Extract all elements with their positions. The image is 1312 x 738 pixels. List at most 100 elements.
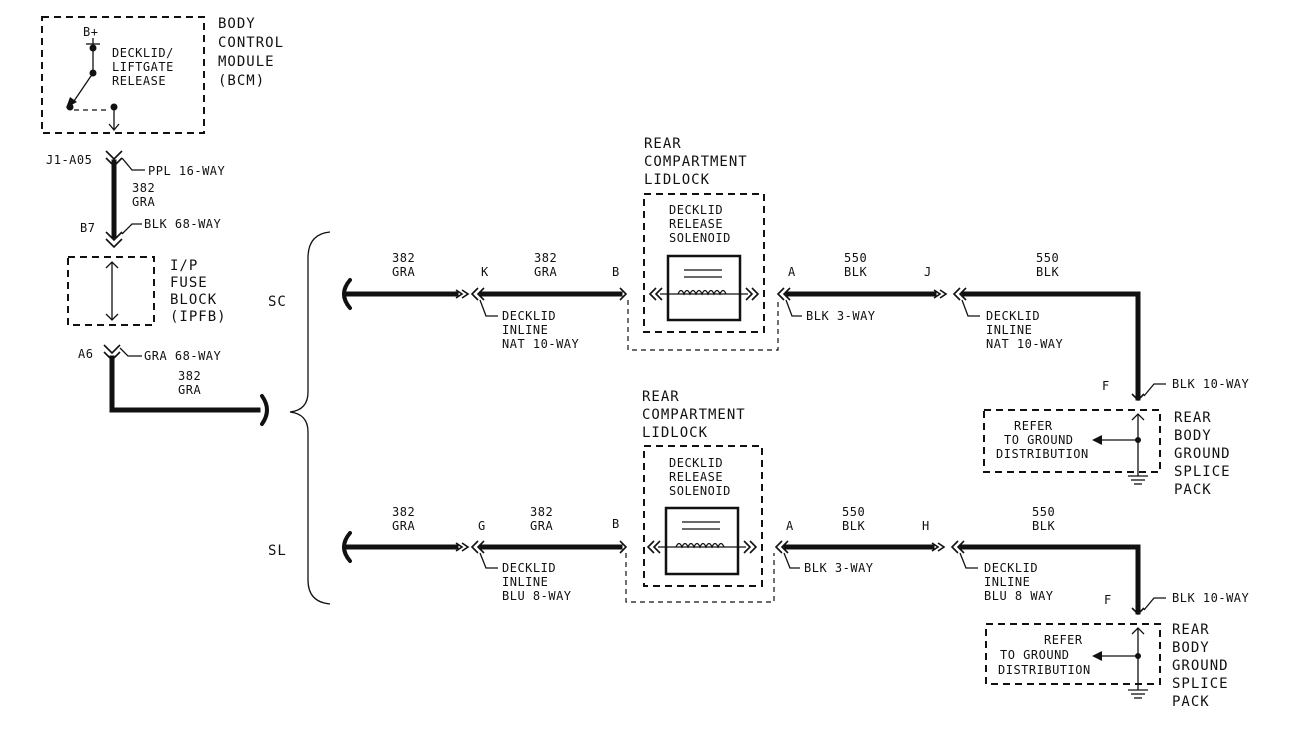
wire-break-hook [260, 394, 269, 426]
sl-inline2-line3: BLU 8 WAY [984, 589, 1054, 603]
sc-splice-title-5: PACK [1174, 482, 1212, 498]
sc-refer-line2: TO GROUND [1004, 433, 1074, 447]
sc-solenoid-label-1: DECKLID [669, 203, 723, 217]
sl-wire-a-number: 382 [392, 505, 415, 519]
sc-splice-title-4: SPLICE [1174, 464, 1231, 480]
sl-lidlock-box [643, 445, 763, 587]
sc-wire-d-color: BLK [1036, 265, 1059, 279]
sc-inline2-line3: NAT 10-WAY [986, 337, 1064, 351]
option-sc-label: SC [268, 294, 287, 310]
sc-wire-d-number: 550 [1036, 251, 1059, 265]
sl-splice-title-5: PACK [1172, 694, 1210, 710]
connector-gra-68-way: GRA 68-WAY [144, 349, 222, 363]
connector-ppl-16-way: PPL 16-WAY [148, 164, 226, 178]
sl-splice-pack-box [985, 623, 1161, 685]
sl-lidlock-title-3: LIDLOCK [642, 425, 708, 441]
sc-wire-b-color: GRA [534, 265, 557, 279]
bcm-switch-label-3: RELEASE [112, 74, 166, 88]
left-circuit: J1-A05 PPL 16-WAY 382 GRA B7 BLK 68-WAY … [46, 150, 269, 426]
sc-pin-b: B [612, 265, 620, 279]
sc-inline1-line1: DECKLID [502, 309, 556, 323]
bcm-title-3: MODULE [218, 54, 275, 70]
sc-lidlock-title-3: LIDLOCK [644, 172, 710, 188]
sl-pin-f: F [1104, 593, 1112, 607]
sc-pin-f: F [1102, 379, 1110, 393]
sl-lidlock-title-1: REAR [642, 389, 680, 405]
sl-wire-c-number: 550 [842, 505, 865, 519]
sc-inline2-line1: DECKLID [986, 309, 1040, 323]
sl-pin-a: A [786, 519, 794, 533]
sl-connector-blk-10-way: BLK 10-WAY [1172, 591, 1250, 605]
bcm-title-2: CONTROL [218, 35, 284, 51]
sc-solenoid-label-2: RELEASE [669, 217, 723, 231]
sl-splice-title-4: SPLICE [1172, 676, 1229, 692]
sl-inline2-line1: DECKLID [984, 561, 1038, 575]
bcm-switch-arm [71, 72, 94, 105]
sc-splice-title-3: GROUND [1174, 446, 1231, 462]
sl-refer-line1: REFER [1044, 633, 1083, 647]
wire-upper-color: GRA [132, 195, 155, 209]
sl-lidlock-title-2: COMPARTMENT [642, 407, 746, 423]
sc-lidlock-box [643, 193, 765, 333]
sl-inline1-line1: DECKLID [502, 561, 556, 575]
sc-splice-title-2: BODY [1174, 428, 1212, 444]
sl-wire-c-color: BLK [842, 519, 865, 533]
wire-382-gra-lower [109, 355, 261, 413]
sc-inline1-line2: INLINE [502, 323, 548, 337]
sc-splice-pack-box [983, 409, 1161, 473]
fuse-block-title-2: FUSE [170, 275, 208, 291]
sc-circuit: 382 GRA K 382 GRA B DECKLID INLINE NAT 1… [342, 136, 1250, 498]
wire-lower-number: 382 [178, 369, 201, 383]
sl-wire-b-number: 382 [530, 505, 553, 519]
sl-solenoid-label-3: SOLENOID [669, 484, 731, 498]
sl-inline1-line2: INLINE [502, 575, 548, 589]
sc-wire-c-number: 550 [844, 251, 867, 265]
sl-pin-g: G [478, 519, 486, 533]
fuse-block-title-4: (IPFB) [170, 309, 227, 325]
sl-wire-550-d [959, 544, 1141, 615]
sc-lidlock-housing [627, 300, 779, 351]
sl-circuit: 382 GRA G 382 GRA B DECKLID INLINE BLU 8… [342, 389, 1250, 710]
sl-splice-title-3: GROUND [1172, 658, 1229, 674]
sl-wire-d-number: 550 [1032, 505, 1055, 519]
sc-connector-blk-10-way: BLK 10-WAY [1172, 377, 1250, 391]
sl-wire-b-color: GRA [530, 519, 553, 533]
sl-splice-title-2: BODY [1172, 640, 1210, 656]
sc-solenoid-symbol [666, 254, 742, 322]
sl-wire-a-color: GRA [392, 519, 415, 533]
sc-refer-line3: DISTRIBUTION [996, 447, 1089, 461]
sc-pin-a: A [788, 265, 796, 279]
sl-pin-b: B [612, 517, 620, 531]
sc-wire-a-color: GRA [392, 265, 415, 279]
sc-connector-blk-3-way: BLK 3-WAY [806, 309, 876, 323]
sl-refer-line2: TO GROUND [1000, 648, 1070, 662]
sl-inline2-line2: INLINE [984, 575, 1030, 589]
sl-connector-blk-3-way: BLK 3-WAY [804, 561, 874, 575]
sl-pin-h: H [922, 519, 930, 533]
sc-refer-line1: REFER [1014, 419, 1053, 433]
fuse-block-title-1: I/P [170, 258, 198, 274]
sc-pin-k: K [481, 265, 489, 279]
sc-wire-550-d [961, 291, 1141, 401]
sc-pin-j: J [924, 265, 932, 279]
option-brace: SC SL [268, 231, 331, 605]
sc-wire-a-number: 382 [392, 251, 415, 265]
sl-lidlock-housing [625, 553, 775, 603]
bcm-module: B+ DECKLID/ LIFTGATE RELEASE BODY CONTRO… [41, 16, 284, 134]
sl-splice-title-1: REAR [1172, 622, 1210, 638]
connector-blk-68-way: BLK 68-WAY [144, 217, 222, 231]
sl-solenoid-label-1: DECKLID [669, 456, 723, 470]
sc-lidlock-title-2: COMPARTMENT [644, 154, 748, 170]
sl-solenoid-symbol [664, 506, 740, 576]
bcm-switch-label-2: LIFTGATE [112, 60, 174, 74]
wire-lower-color: GRA [178, 383, 201, 397]
pin-j1-a05: J1-A05 [46, 153, 92, 167]
option-sl-label: SL [268, 543, 287, 559]
sc-lidlock-title-1: REAR [644, 136, 682, 152]
bcm-supply-label: B+ [83, 25, 98, 39]
sc-wire-c-color: BLK [844, 265, 867, 279]
bcm-box [41, 16, 205, 134]
sc-inline1-line3: NAT 10-WAY [502, 337, 580, 351]
pin-b7: B7 [80, 221, 95, 235]
